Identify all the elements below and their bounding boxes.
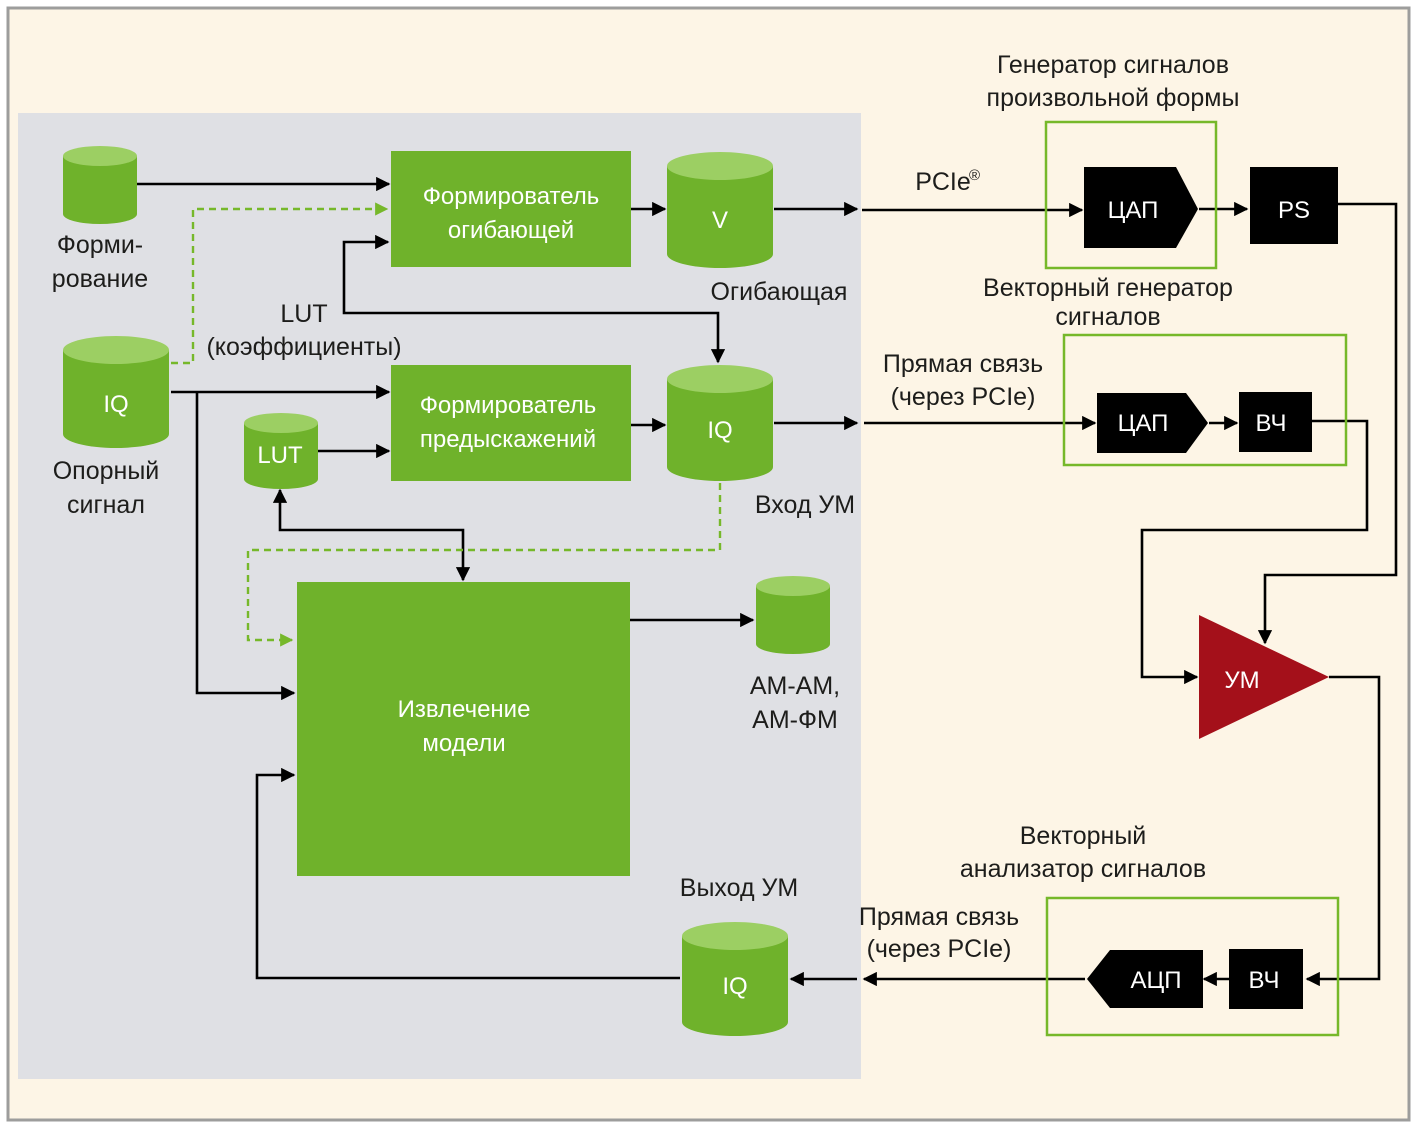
label-pryamaya1-1: Прямая связь [883,350,1043,378]
block-dac2: ЦАП [1097,393,1208,453]
form-ogib-line2: огибающей [448,217,574,244]
block-ps: PS [1250,167,1338,244]
block-adc: АЦП [1087,950,1203,1008]
label-pryamaya2-2: (через PCIe) [867,935,1012,963]
label-gen-arb-2: произвольной формы [987,84,1240,112]
cyl-v-label: V [712,207,728,234]
label-lut-1: LUT [280,300,327,328]
cylinder-v: V [667,152,773,268]
outline-vec-an [1045,896,1340,1037]
label-opornyi-1: Опорный [53,457,160,485]
cylinder-formirovanie [63,146,137,224]
rf1-label: ВЧ [1256,410,1287,437]
adc-label: АЦП [1130,967,1181,994]
label-ogibayushchaya: Огибающая [711,278,848,306]
label-formirovanie-1: Форми- [57,231,143,259]
label-vyhod-um: Выход УМ [680,874,798,902]
cylinder-am [756,576,830,654]
amp-label: УМ [1224,667,1259,694]
cylinder-iq-ref: IQ [63,336,169,448]
dac2-label: ЦАП [1118,410,1169,437]
cyl-iq-out-label: IQ [722,973,747,1000]
outline-gen-arb [1044,120,1218,270]
label-pcie: PCIe [915,168,971,196]
cyl-iq-in-label: IQ [707,417,732,444]
block-dac1: ЦАП [1084,167,1198,248]
label-vhod-um: Вход УМ [755,491,855,519]
label-gen-arb-1: Генератор сигналов [997,51,1229,79]
label-opornyi-2: сигнал [67,491,145,519]
form-ogib-line1: Формирователь [423,183,600,210]
form-pred-line2: предыскажений [420,426,596,453]
block-rf2: ВЧ [1229,949,1303,1009]
block-form-pred: Формирователь предыскажений [391,365,631,481]
cyl-iq-ref-label: IQ [103,391,128,418]
label-vec-gen-1: Векторный генератор [983,274,1233,302]
label-am-1: АМ-АМ, [750,672,840,700]
cylinder-lut: LUT [244,413,318,489]
cylinder-iq-in: IQ [667,365,773,481]
block-izvlech: Извлечение модели [297,582,630,876]
label-vec-an-1: Векторный [1020,822,1147,850]
rf2-label: ВЧ [1249,967,1280,994]
form-pred-line1: Формирователь [420,392,597,419]
dac1-label: ЦАП [1108,197,1159,224]
izvlech-line2: модели [422,730,505,757]
connections [137,176,1398,987]
label-vec-gen-2: сигналов [1055,303,1160,331]
label-lut-2: (коэффициенты) [206,333,401,361]
label-pryamaya2-1: Прямая связь [859,903,1019,931]
cylinder-iq-out: IQ [682,922,788,1036]
block-form-ogib: Формирователь огибающей [391,151,631,267]
label-formirovanie-2: рование [52,265,148,293]
block-amp: УМ [1199,615,1329,739]
cyl-lut-label: LUT [257,442,303,469]
outline-vec-gen [1062,333,1348,467]
izvlech-line1: Извлечение [398,696,531,723]
ps-label: PS [1278,197,1310,224]
label-pcie-reg: ® [969,167,980,184]
block-rf1: ВЧ [1239,392,1312,452]
label-pryamaya1-2: (через PCIe) [891,383,1036,411]
label-vec-an-2: анализатор сигналов [960,855,1206,883]
label-am-2: АМ-ФМ [752,706,838,734]
